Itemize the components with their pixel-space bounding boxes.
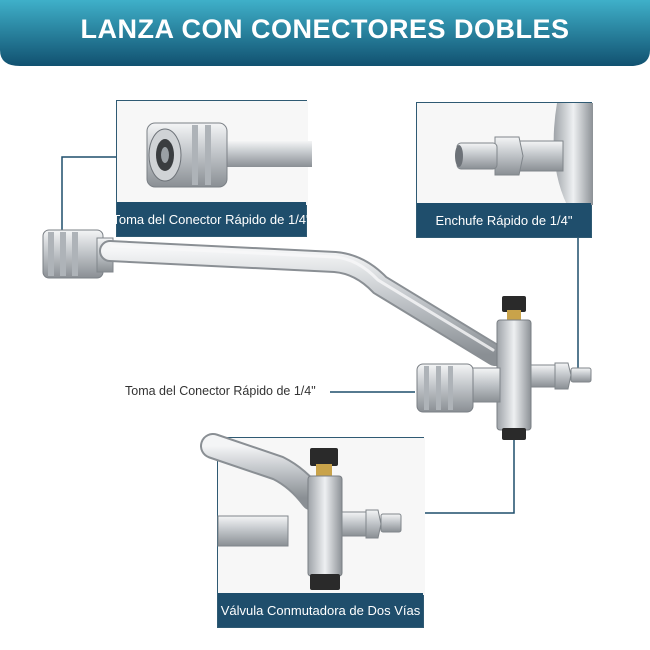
- valve-closeup-image: [200, 433, 425, 595]
- callout-socket-detail: Toma del Conector Rápido de 1/4": [112, 100, 312, 237]
- caption-socket: Toma del Conector Rápido de 1/4": [112, 202, 311, 236]
- caption-valve: Válvula Conmutadora de Dos Vías: [218, 593, 423, 627]
- socket-closeup-image: [117, 101, 312, 205]
- callout-plug-detail: Enchufe Rápido de 1/4": [416, 102, 593, 238]
- line-top-left: [61, 156, 116, 262]
- title-banner: LANZA CON CONECTORES DOBLES: [0, 0, 650, 68]
- caption-plug: Enchufe Rápido de 1/4": [417, 203, 591, 237]
- label-middle-socket: Toma del Conector Rápido de 1/4": [125, 384, 316, 398]
- valve-assembly: [416, 296, 592, 440]
- banner-title: LANZA CON CONECTORES DOBLES: [80, 14, 570, 44]
- connector-lines: [61, 156, 579, 514]
- plug-closeup-image: [417, 103, 593, 205]
- callout-valve-detail: Válvula Conmutadora de Dos Vías: [200, 433, 425, 628]
- line-bottom: [424, 436, 515, 514]
